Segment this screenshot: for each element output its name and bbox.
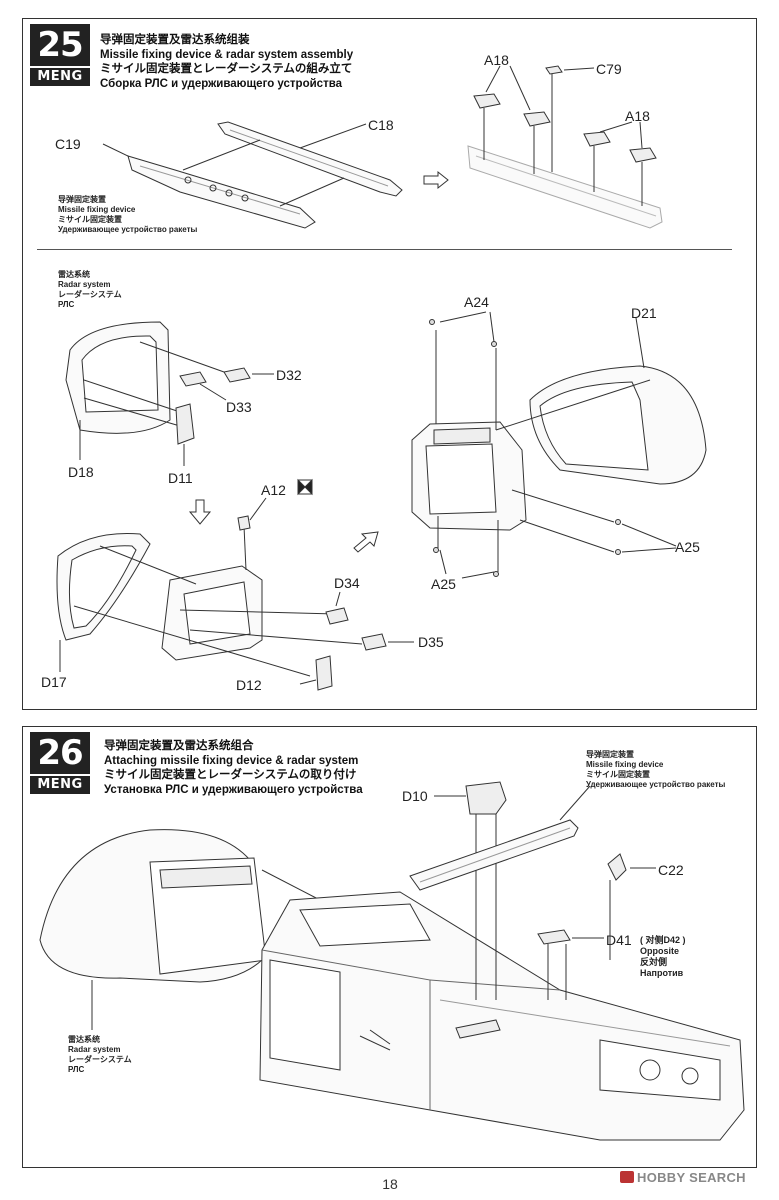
- title-zh: 导弹固定装置及雷达系统组装: [100, 34, 250, 46]
- part-label-c22: C22: [658, 862, 684, 878]
- part-label-d32: D32: [276, 367, 302, 383]
- part-label-d18: D18: [68, 464, 94, 480]
- part-label-d33: D33: [226, 399, 252, 415]
- part-c22: [607, 853, 627, 881]
- part-d12: [315, 655, 333, 691]
- page-number: 18: [382, 1176, 398, 1192]
- part-a18: [473, 93, 501, 109]
- radar-system-note: 雷达系统 Radar system レーダーシステム РЛС: [68, 1035, 132, 1074]
- part-label-d21: D21: [631, 305, 657, 321]
- part-label-a25: A25: [431, 576, 456, 592]
- part-label-a24: A24: [464, 294, 489, 310]
- watermark: HOBBY SEARCH: [620, 1170, 746, 1185]
- part-label-d10: D10: [402, 788, 428, 804]
- step-25-divider: [37, 249, 732, 250]
- part-label-d17: D17: [41, 674, 67, 690]
- part-a18: [583, 131, 611, 147]
- part-label-d34: D34: [334, 575, 360, 591]
- part-label-a18: A18: [625, 108, 650, 124]
- part-a18: [629, 147, 657, 163]
- opposite-note: ( 对侧D42 ) Opposite 反対側 Напротив: [640, 935, 686, 978]
- title-en: Attaching missile fixing device & radar …: [104, 754, 359, 767]
- brand-logo: MENG: [30, 776, 90, 794]
- next-step-arrow-icon: [353, 531, 379, 553]
- down-arrow-icon: [188, 499, 212, 525]
- title-zh: 导弹固定装置及雷达系统组合: [104, 740, 254, 752]
- part-label-d41: D41: [606, 932, 632, 948]
- step-number: 26: [30, 732, 90, 774]
- part-d41: [537, 929, 571, 945]
- missile-fixing-note: 导弹固定装置 Missile fixing device ミサイル固定装置 Уд…: [58, 195, 198, 234]
- rail-c19-part: [127, 155, 316, 229]
- title-ja: ミサイル固定装置とレーダーシステムの組み立て: [100, 63, 353, 75]
- part-d34: [325, 607, 349, 625]
- part-d33: [179, 371, 207, 387]
- step-26-badge: 26 MENG: [30, 732, 90, 794]
- part-label-d11: D11: [168, 470, 193, 486]
- part-label-a18: A18: [484, 52, 509, 68]
- part-a18: [523, 111, 551, 127]
- radar-system-note: 雷达系统 Radar system レーダーシステム РЛС: [58, 270, 122, 309]
- step-number: 25: [30, 24, 90, 66]
- part-d35: [361, 633, 387, 651]
- hobby-search-logo-icon: [620, 1171, 634, 1183]
- next-step-arrow-icon: [423, 170, 449, 190]
- brand-logo: MENG: [30, 68, 90, 86]
- part-label-d35: D35: [418, 634, 444, 650]
- title-ru: Сборка РЛС и удерживающего устройства: [100, 77, 343, 90]
- part-label-d12: D12: [236, 677, 262, 693]
- part-label-c18: C18: [368, 117, 394, 133]
- part-label-c19: C19: [55, 136, 81, 152]
- title-en: Missile fixing device & radar system ass…: [100, 48, 354, 61]
- missile-fixing-note: 导弹固定装置 Missile fixing device ミサイル固定装置 Уд…: [586, 750, 726, 789]
- part-label-c79: C79: [596, 61, 622, 77]
- step-26-title: 导弹固定装置及雷达系统组合 Attaching missile fixing d…: [104, 739, 363, 797]
- part-d11: [175, 403, 195, 445]
- part-label-a12: A12: [261, 482, 286, 498]
- part-label-a25: A25: [675, 539, 700, 555]
- part-d10: [465, 781, 507, 815]
- step-25-title: 导弹固定装置及雷达系统组装 Missile fixing device & ra…: [100, 33, 353, 91]
- title-ja: ミサイル固定装置とレーダーシステムの取り付け: [104, 769, 357, 781]
- part-c79: [545, 65, 563, 75]
- title-ru: Установка РЛС и удерживающего устройства: [104, 783, 363, 796]
- part-d32: [223, 367, 251, 383]
- part-a12: [237, 515, 251, 531]
- step-25-badge: 25 MENG: [30, 24, 90, 86]
